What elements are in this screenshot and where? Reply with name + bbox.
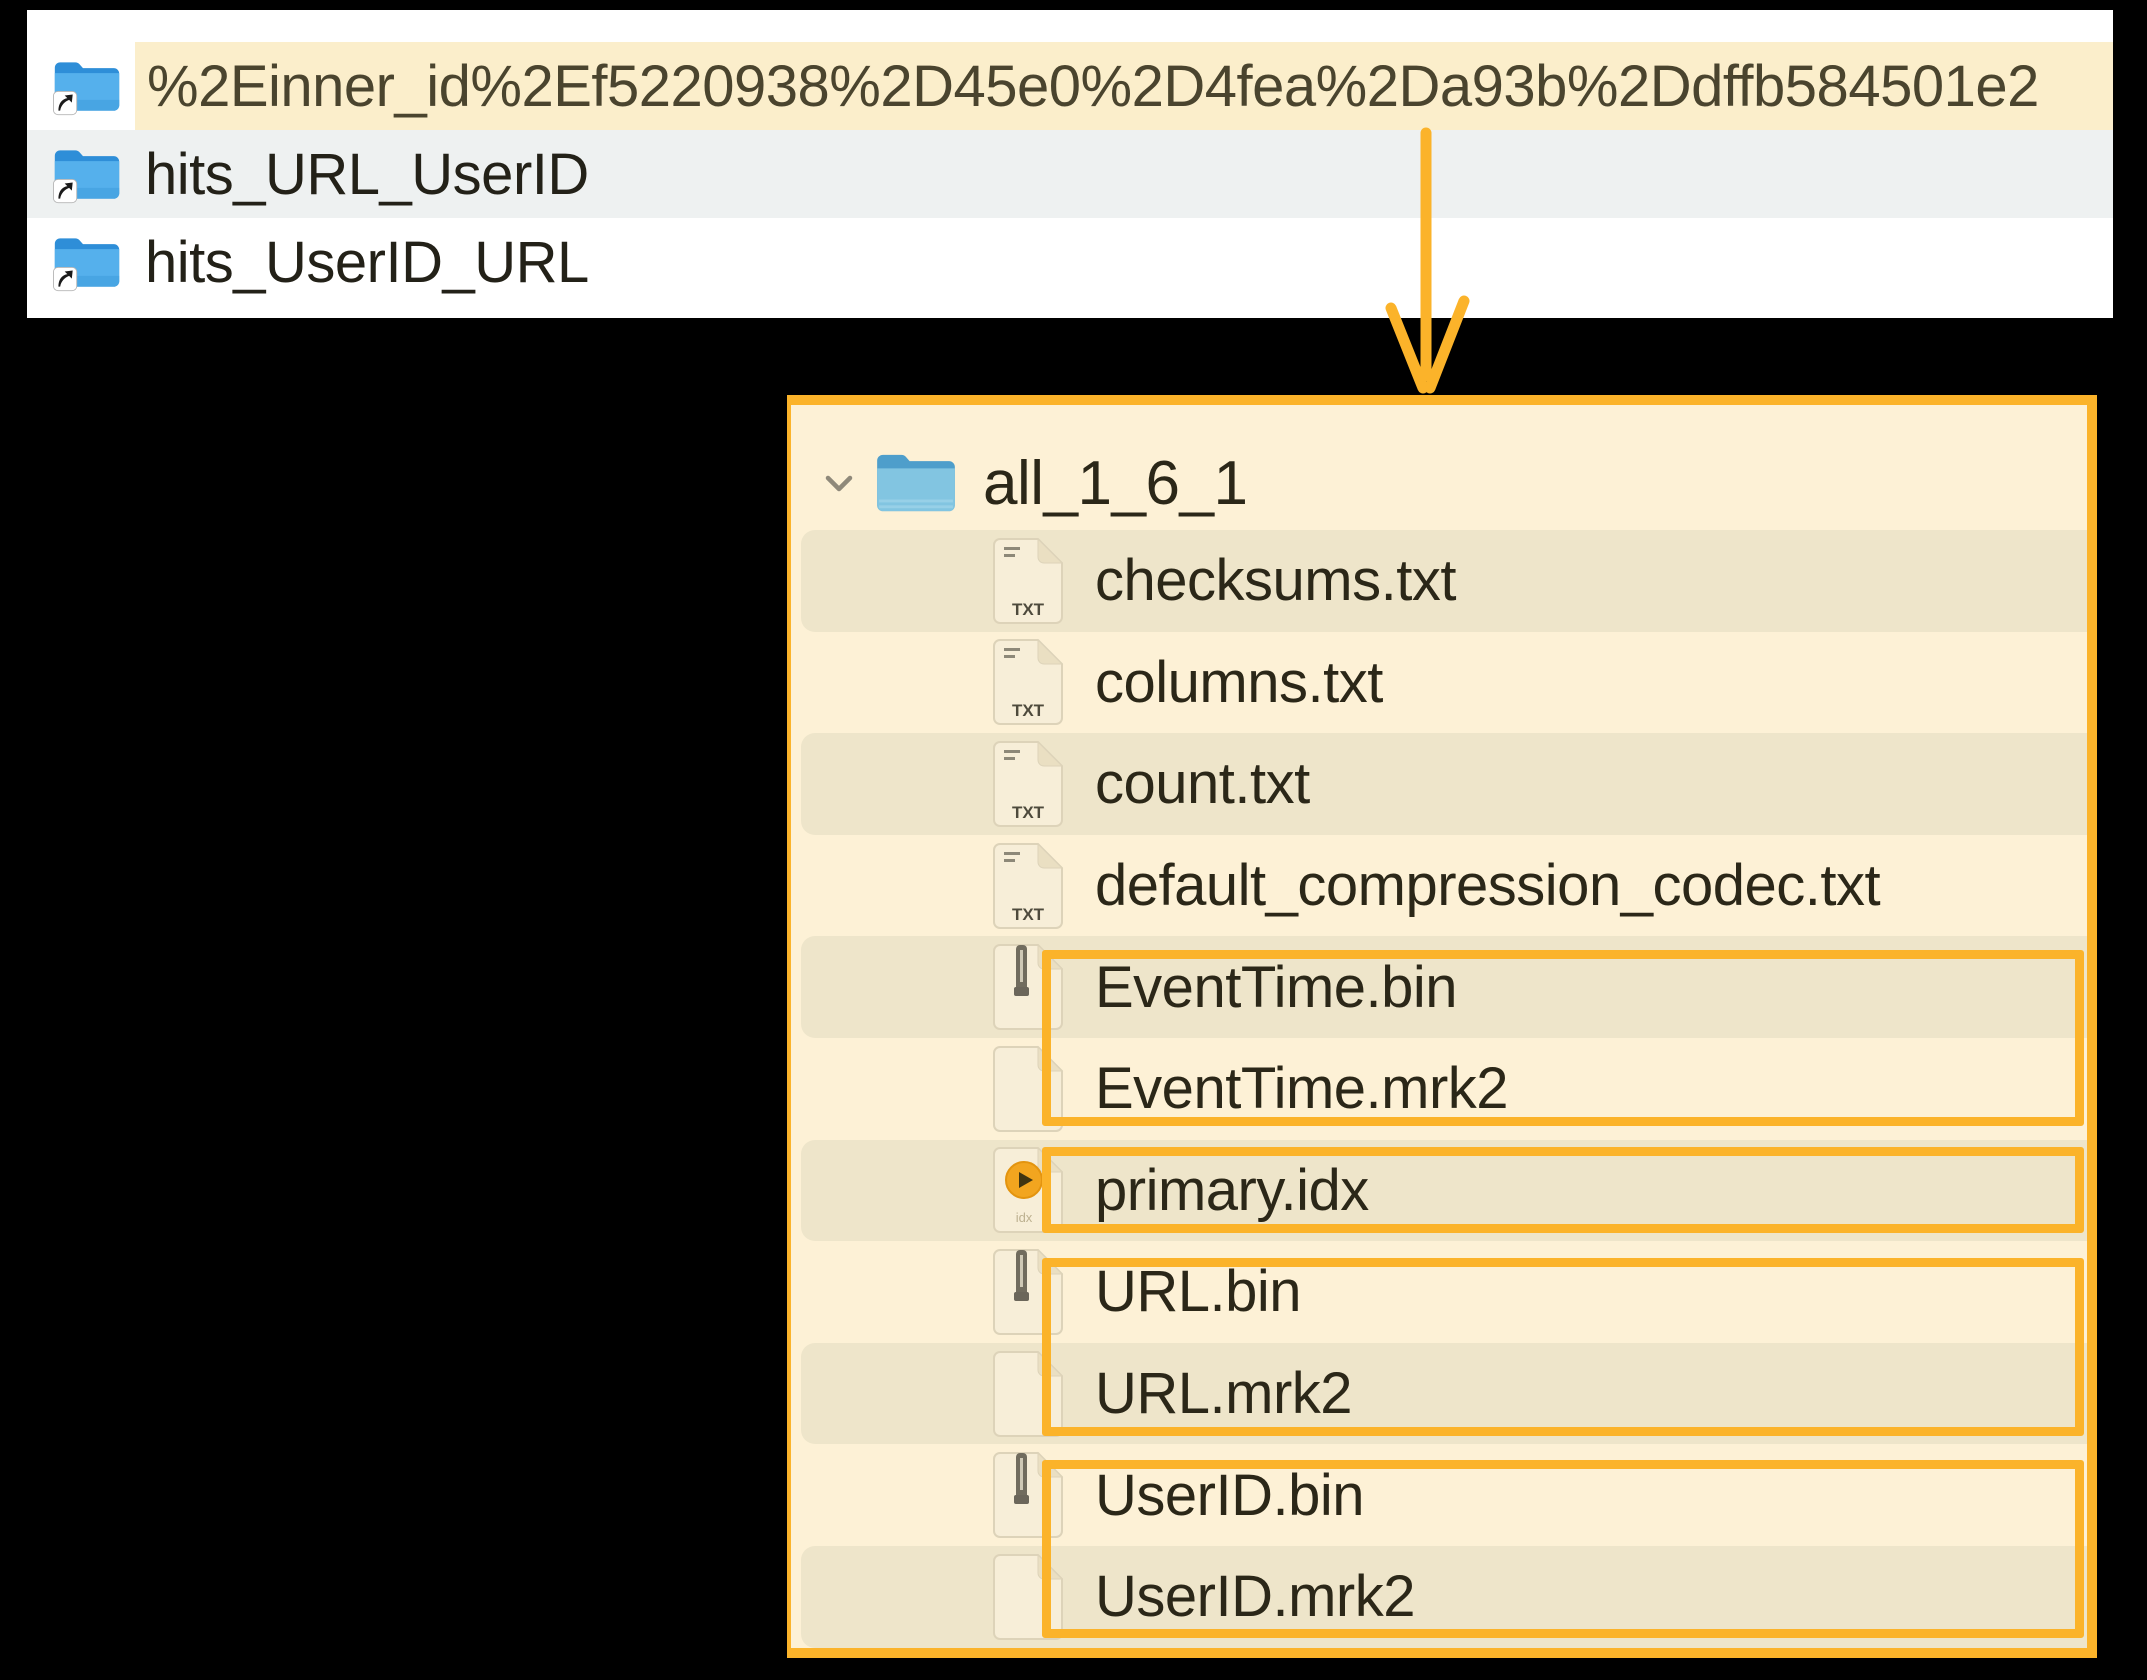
svg-text:TXT: TXT	[1012, 803, 1045, 822]
file-row[interactable]: TXT checksums.txt	[791, 530, 2087, 632]
idx-file-icon: idx	[991, 1146, 1065, 1234]
bin-file-icon	[991, 1248, 1065, 1336]
file-row[interactable]: URL.bin	[791, 1241, 2087, 1343]
file-list: TXT checksums.txt TXT columns.txt TXT co…	[791, 530, 2087, 1648]
file-name: EventTime.mrk2	[1095, 1056, 1509, 1122]
file-row[interactable]: EventTime.mrk2	[791, 1038, 2087, 1140]
svg-text:TXT: TXT	[1012, 600, 1045, 619]
file-row[interactable]: TXT default_compression_codec.txt	[791, 835, 2087, 937]
svg-text:TXT: TXT	[1012, 701, 1045, 720]
file-row[interactable]: EventTime.bin	[791, 936, 2087, 1038]
file-name: UserID.bin	[1095, 1462, 1364, 1528]
txt-file-icon: TXT	[991, 740, 1065, 828]
file-row[interactable]: idx primary.idx	[791, 1139, 2087, 1242]
file-name: primary.idx	[1095, 1157, 1369, 1223]
row-highlight: %2Einner_id%2Ef5220938%2D45e0%2D4fea%2Da…	[135, 42, 2113, 130]
file-row[interactable]: TXT columns.txt	[791, 632, 2087, 734]
folder-contents-panel: all_1_6_1 TXT checksums.txt TXT columns.…	[787, 395, 2097, 1658]
folder-icon	[875, 449, 957, 517]
plain-file-icon	[991, 1553, 1065, 1641]
tree-root-row[interactable]: all_1_6_1	[791, 433, 2087, 533]
txt-file-icon: TXT	[991, 537, 1065, 625]
folder-alias-icon	[53, 57, 121, 116]
txt-file-icon: TXT	[991, 638, 1065, 726]
file-name: default_compression_codec.txt	[1095, 853, 1881, 919]
svg-text:TXT: TXT	[1012, 905, 1045, 924]
file-row[interactable]: URL.mrk2	[791, 1342, 2087, 1445]
folder-name: hits_URL_UserID	[145, 141, 589, 207]
file-name: UserID.mrk2	[1095, 1564, 1415, 1630]
root-folder-name: all_1_6_1	[983, 448, 1248, 518]
bin-file-icon	[991, 1451, 1065, 1539]
folder-row[interactable]: %2Einner_id%2Ef5220938%2D45e0%2D4fea%2Da…	[27, 42, 2113, 130]
file-name: EventTime.bin	[1095, 954, 1458, 1020]
folder-name: %2Einner_id%2Ef5220938%2D45e0%2D4fea%2Da…	[147, 53, 2039, 119]
txt-file-icon: TXT	[991, 842, 1065, 930]
file-name: checksums.txt	[1095, 548, 1456, 614]
finder-list-panel: %2Einner_id%2Ef5220938%2D45e0%2D4fea%2Da…	[27, 10, 2113, 318]
file-name: URL.mrk2	[1095, 1361, 1353, 1427]
file-row[interactable]: TXT count.txt	[791, 733, 2087, 835]
folder-alias-icon	[53, 145, 121, 204]
folder-name: hits_UserID_URL	[145, 229, 589, 295]
chevron-down-icon[interactable]	[821, 465, 857, 501]
folder-alias-icon	[53, 233, 121, 292]
bin-file-icon	[991, 943, 1065, 1031]
svg-text:idx: idx	[1016, 1210, 1033, 1225]
plain-file-icon	[991, 1045, 1065, 1133]
file-name: columns.txt	[1095, 649, 1383, 715]
file-row[interactable]: UserID.mrk2	[791, 1545, 2087, 1648]
file-name: count.txt	[1095, 751, 1310, 817]
folder-row[interactable]: hits_URL_UserID	[27, 130, 2113, 218]
file-row[interactable]: UserID.bin	[791, 1444, 2087, 1546]
folder-row[interactable]: hits_UserID_URL	[27, 218, 2113, 306]
file-name: URL.bin	[1095, 1259, 1302, 1325]
plain-file-icon	[991, 1350, 1065, 1438]
